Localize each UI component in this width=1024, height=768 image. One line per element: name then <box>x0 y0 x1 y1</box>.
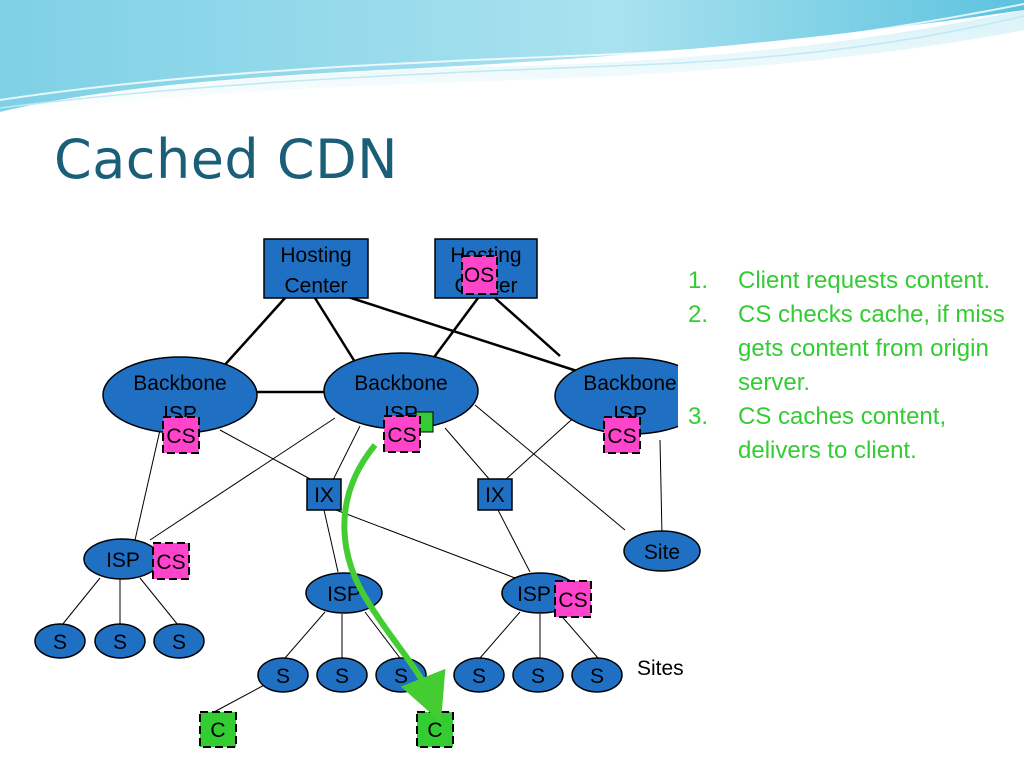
site-node: Site <box>623 530 701 572</box>
s-node-row-1: S S S <box>34 623 205 659</box>
cache-server-label: CS <box>156 551 185 574</box>
isp-middle-label: ISP <box>327 583 361 606</box>
s-node: S <box>34 623 86 659</box>
step-text: Client requests content. <box>738 267 991 294</box>
s-node-row-2: S S S S S S <box>257 657 623 693</box>
cache-server: CS <box>162 416 200 454</box>
s-node: S <box>257 657 309 693</box>
step-text: CS checks cache, if miss gets content fr… <box>738 301 1005 396</box>
s-node-label: S <box>172 631 186 654</box>
step-number: 3. <box>688 403 709 430</box>
isp-middle: ISP <box>305 572 383 614</box>
site-label: Site <box>644 541 680 564</box>
s-node: S <box>153 623 205 659</box>
cache-server: CS <box>152 542 190 580</box>
cache-server-label: CS <box>387 424 416 447</box>
s-node-label: S <box>53 631 67 654</box>
origin-server-label: OS <box>464 264 494 287</box>
step-item: 1. Client requests content. <box>678 264 1012 298</box>
ix-2-label: IX <box>485 484 505 507</box>
client-left-label: C <box>210 719 225 742</box>
s-node: S <box>453 657 505 693</box>
isp-left: ISP <box>83 538 161 580</box>
cache-server-label: CS <box>558 589 587 612</box>
slide-title: Cached CDN <box>54 128 399 191</box>
cache-server-label: CS <box>166 425 195 448</box>
ix-2: IX <box>477 478 513 511</box>
client-left: C <box>199 711 237 748</box>
s-node-label: S <box>472 665 486 688</box>
step-text: CS caches content, delivers to client. <box>738 403 947 464</box>
isp-left-label: ISP <box>106 549 140 572</box>
client-right: C <box>416 711 454 748</box>
cache-server: CS <box>554 580 592 618</box>
step-number: 2. <box>688 301 709 328</box>
origin-server: OS <box>461 255 498 295</box>
ix-1-label: IX <box>314 484 334 507</box>
cache-server-label: CS <box>607 425 636 448</box>
ix-1: IX <box>306 478 342 511</box>
s-node-label: S <box>335 665 349 688</box>
cache-server: CS <box>383 411 434 453</box>
steps-list: 1. Client requests content. 2. CS checks… <box>678 258 1012 514</box>
sites-label: Sites <box>637 657 684 680</box>
header-wave-decoration <box>0 0 1024 115</box>
s-node: S <box>316 657 368 693</box>
s-node-label: S <box>531 665 545 688</box>
client-right-label: C <box>427 719 442 742</box>
step-number: 1. <box>688 267 709 294</box>
s-node: S <box>571 657 623 693</box>
s-node-label: S <box>394 665 408 688</box>
step-item: 2. CS checks cache, if miss gets content… <box>678 298 1012 400</box>
step-item: 3. CS caches content, delivers to client… <box>678 400 1012 468</box>
network-links <box>61 294 663 713</box>
s-node-label: S <box>276 665 290 688</box>
cache-server: CS <box>603 416 641 454</box>
s-node-label: S <box>590 665 604 688</box>
s-node: S <box>512 657 564 693</box>
s-node-label: S <box>113 631 127 654</box>
isp-right-label: ISP <box>517 583 551 606</box>
content-delivery-arrow <box>341 443 446 723</box>
s-node: S <box>94 623 146 659</box>
